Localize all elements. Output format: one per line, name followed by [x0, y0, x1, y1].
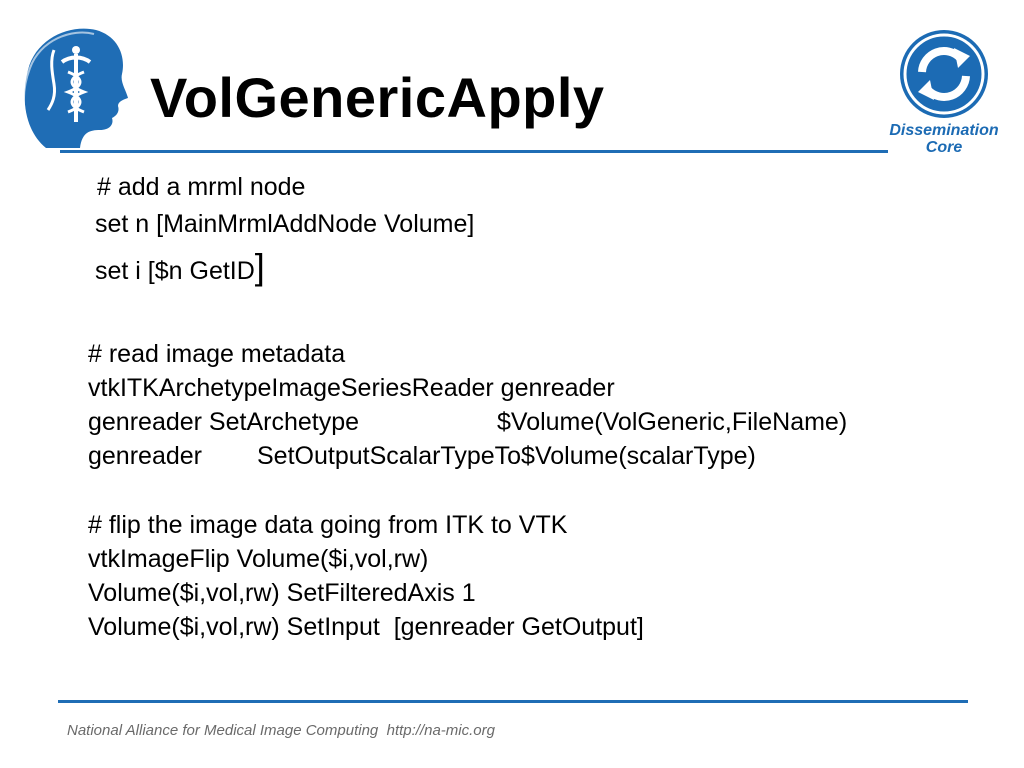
bottom-divider	[58, 700, 968, 703]
code-line-text: set i [$n GetID	[95, 257, 255, 285]
dissemination-core-logo-icon	[898, 28, 990, 120]
code-line: set n [MainMrmlAddNode Volume]	[95, 210, 475, 238]
code-line-part: genreader	[88, 442, 202, 470]
logo-label-line1: Dissemination	[889, 122, 999, 139]
code-line: Volume($i,vol,rw) SetFilteredAxis 1	[88, 579, 476, 607]
code-line: genreader SetOutputScalarTypeTo$Volume(sc…	[88, 439, 756, 473]
code-line: set i [$n GetID]	[95, 249, 265, 288]
slicer-head-logo-icon	[18, 20, 129, 150]
code-line: Volume($i,vol,rw) SetInput [genreader Ge…	[88, 613, 644, 641]
code-line: # read image metadata	[88, 340, 346, 368]
top-divider	[60, 150, 888, 153]
code-line: vtkImageFlip Volume($i,vol,rw)	[88, 545, 429, 573]
footer-text: National Alliance for Medical Image Comp…	[67, 722, 495, 739]
code-line-part: SetOutputScalarTypeTo$Volume(scalarType)	[257, 442, 756, 470]
code-line-part: $Volume(VolGeneric,FileName)	[497, 408, 848, 436]
code-line: # add a mrml node	[97, 173, 306, 201]
page-title: VolGenericApply	[150, 66, 605, 129]
code-line: vtkITKArchetypeImageSeriesReader genread…	[88, 374, 615, 402]
dissemination-core-label: Dissemination Core	[884, 122, 1004, 156]
closing-bracket: ]	[254, 246, 265, 287]
logo-label-line2: Core	[925, 139, 963, 156]
code-line: genreader SetArchetype $Volume(VolGeneric…	[88, 405, 847, 439]
code-line: # flip the image data going from ITK to …	[88, 511, 568, 539]
code-line-part: genreader SetArchetype	[88, 408, 360, 436]
